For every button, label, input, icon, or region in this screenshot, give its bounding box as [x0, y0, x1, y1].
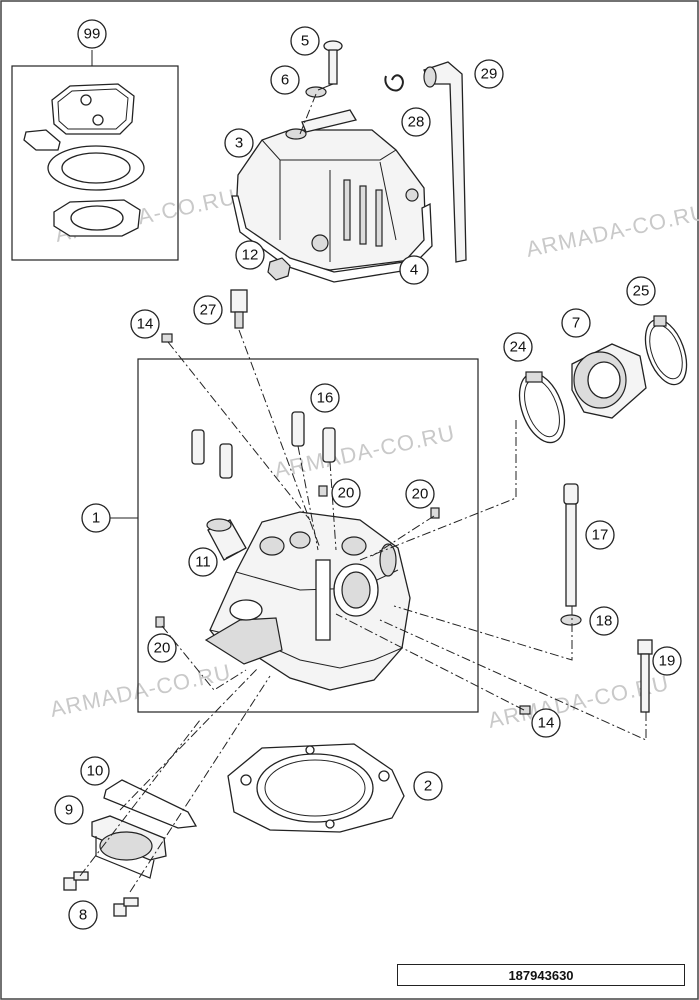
nut-12: [267, 257, 291, 281]
callout-number: 28: [408, 114, 425, 131]
callout-number: 25: [633, 283, 650, 300]
callout: 5: [290, 26, 320, 56]
callout: 14: [531, 708, 561, 738]
callout-number: 29: [481, 66, 498, 83]
callout: 19: [652, 646, 682, 676]
callout-number: 16: [317, 390, 334, 407]
callout: 1: [81, 503, 111, 533]
callout: 14: [130, 309, 160, 339]
callout: 8: [68, 900, 98, 930]
guide-lines: [79, 83, 647, 893]
callout: 29: [474, 59, 504, 89]
callout: 27: [193, 295, 223, 325]
callout-number: 5: [301, 33, 309, 50]
bolt-19: [637, 639, 653, 713]
callout-number: 17: [592, 527, 609, 544]
callout: 9: [54, 795, 84, 825]
callout: 2: [413, 771, 443, 801]
screw-20: [155, 616, 165, 628]
callout: 20: [331, 478, 361, 508]
head-gasket: [227, 743, 405, 833]
plug-screw-14: [519, 705, 531, 715]
callout: 16: [310, 383, 340, 413]
callout: 10: [80, 756, 110, 786]
bolts-8: [63, 871, 139, 917]
document-number: 187943630: [397, 964, 685, 986]
clamp-24: [518, 371, 566, 444]
callout-number: 20: [154, 640, 171, 657]
callout-number: 14: [137, 316, 154, 333]
callout-number: 3: [235, 135, 243, 152]
callout: 99: [77, 19, 107, 49]
callout-number: 27: [200, 302, 217, 319]
callout: 20: [405, 479, 435, 509]
callout: 28: [401, 107, 431, 137]
callout-number: 20: [338, 485, 355, 502]
intake-flange-7: [571, 343, 647, 419]
watermark-text: ARMADA-CO.RU: [524, 199, 699, 262]
callout-number: 14: [538, 715, 555, 732]
valve-guides: [191, 411, 336, 479]
callout-number: 6: [281, 72, 289, 89]
washer-6: [305, 86, 327, 98]
callout: 3: [224, 128, 254, 158]
callout-number: 1: [92, 510, 100, 527]
stud-17: [563, 483, 579, 607]
callout: 18: [589, 606, 619, 636]
hose-clip: [384, 74, 404, 92]
callout-number: 10: [87, 763, 104, 780]
callout-number: 9: [65, 802, 73, 819]
callout: 6: [270, 65, 300, 95]
callout: 11: [188, 547, 218, 577]
callout: 7: [561, 308, 591, 338]
callout: 20: [147, 633, 177, 663]
callout: 17: [585, 520, 615, 550]
cylinder-head-group: [137, 358, 479, 713]
screw-20: [318, 485, 328, 497]
callout: 24: [503, 332, 533, 362]
callout-number: 19: [659, 653, 676, 670]
callout: 25: [626, 276, 656, 306]
callout-number: 11: [195, 554, 211, 571]
callout-number: 99: [84, 26, 101, 43]
callout-number: 24: [510, 339, 527, 356]
callout: 4: [399, 255, 429, 285]
callout-number: 4: [410, 262, 418, 279]
callout-number: 20: [412, 486, 429, 503]
cylinder-head: [204, 511, 411, 691]
bolt-5: [323, 40, 343, 85]
intake-gasket-10: [103, 779, 198, 829]
gasket-kit-group: [11, 65, 179, 261]
clamp-25: [644, 315, 688, 386]
callout-number: 8: [79, 907, 87, 924]
washer-18: [560, 614, 582, 626]
temperature-sensor: [230, 289, 248, 329]
callout-number: 7: [572, 315, 580, 332]
callout: 12: [235, 240, 265, 270]
callout-number: 12: [242, 247, 259, 264]
callout-number: 18: [596, 613, 613, 630]
sleeve-11: [206, 518, 247, 561]
screw-20: [430, 507, 440, 519]
exhaust-flange-9: [91, 815, 167, 879]
callout-number: 2: [424, 778, 432, 795]
plug-screw-14: [161, 333, 173, 343]
